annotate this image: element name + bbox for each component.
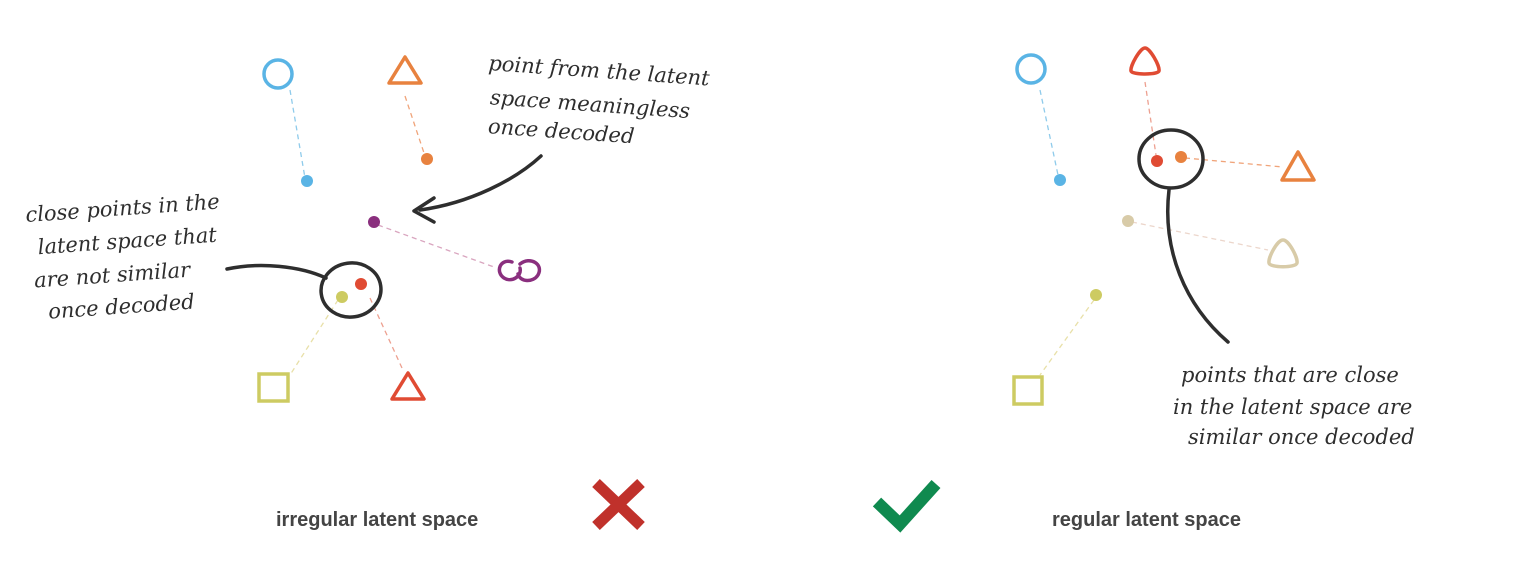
orange-triangle-icon (1280, 150, 1316, 182)
link-yellow-square (289, 299, 339, 376)
right-panel-regular: points that are close in the latent spac… (872, 46, 1415, 533)
right-caption: regular latent space (1052, 509, 1241, 531)
annotation-meaningless-line-3: once decoded (487, 114, 635, 148)
red-latent-point (355, 278, 367, 290)
yellow-latent-point (1090, 289, 1102, 301)
beige-rounded-triangle-icon (1267, 238, 1299, 269)
close-points-ring (319, 261, 383, 319)
annotation-similar-line-2: in the latent space are (1173, 395, 1412, 419)
yellow-latent-point (336, 291, 348, 303)
blue-latent-point (1054, 174, 1066, 186)
orange-triangle-icon (387, 55, 423, 85)
annotation-close-line-1: close points in the (25, 189, 221, 227)
link-yellow-square-right (1039, 299, 1095, 376)
link-blue-circle-right (1039, 89, 1059, 176)
link-purple-loops (377, 224, 495, 268)
link-red-triangle (369, 297, 403, 369)
check-icon (872, 479, 941, 533)
annotation-close-line-2: latent space that (37, 223, 218, 259)
red-triangle-icon (390, 371, 426, 401)
orange-latent-point (1175, 151, 1187, 163)
annotation-meaningless: point from the latent space meaningless … (487, 51, 711, 148)
beige-latent-point (1122, 215, 1134, 227)
link-beige-triangle-right (1131, 221, 1269, 251)
blue-circle-icon (262, 58, 294, 90)
link-red-triangle-right (1144, 81, 1157, 156)
close-points-pointer-line (225, 263, 328, 280)
blue-circle-icon (1015, 53, 1047, 85)
annotation-close-not-similar: close points in the latent space that ar… (25, 189, 221, 323)
left-caption: irregular latent space (276, 509, 478, 531)
meaningless-point-arrow (418, 154, 543, 212)
purple-latent-point (368, 216, 380, 228)
orange-latent-point (421, 153, 433, 165)
blue-latent-point (301, 175, 313, 187)
similar-points-ring (1137, 128, 1205, 190)
annotation-similar-line-1: points that are close (1181, 363, 1399, 387)
link-orange-triangle-right (1184, 157, 1284, 168)
link-blue-circle (289, 89, 306, 179)
red-rounded-triangle-icon (1129, 46, 1161, 76)
annotation-similar: points that are close in the latent spac… (1173, 363, 1415, 449)
arrowhead-icon (412, 196, 436, 224)
annotation-close-line-4: once decoded (47, 289, 195, 323)
annotation-meaningless-line-1: point from the latent (488, 51, 711, 90)
annotation-similar-line-3: similar once decoded (1188, 425, 1415, 449)
link-orange-triangle (404, 95, 426, 157)
red-latent-point (1151, 155, 1163, 167)
left-panel-irregular: point from the latent space meaningless … (25, 51, 711, 531)
yellow-square-icon (257, 372, 290, 403)
purple-overlapping-loops-icon (497, 259, 542, 283)
similar-points-pointer-line (1166, 188, 1230, 344)
annotation-close-line-3: are not similar (33, 258, 193, 293)
yellow-square-icon (1012, 375, 1044, 406)
cross-icon (592, 479, 645, 530)
